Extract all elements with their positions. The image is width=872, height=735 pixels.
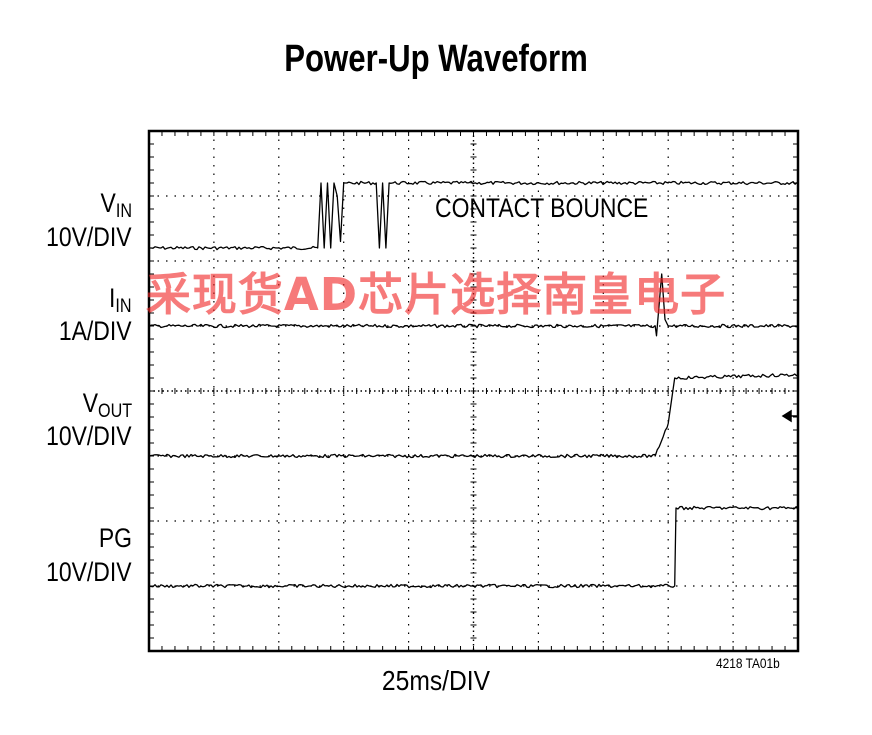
pg-label: PG [98, 523, 132, 553]
trace-iin [148, 273, 799, 337]
plot-frame [147, 129, 800, 653]
vout-scale-label: 10V/DIV [46, 421, 132, 451]
traces [148, 180, 799, 589]
ground-marker-icon [781, 409, 797, 423]
trace-pg [148, 505, 799, 589]
trace-vin [149, 180, 799, 251]
iin-label: IIN [109, 283, 132, 317]
vin-scale-label: 10V/DIV [46, 222, 132, 252]
vout-label: VOUT [82, 388, 132, 422]
vin-label: VIN [100, 188, 132, 222]
trace-vout [148, 373, 799, 459]
chart-title: Power-Up Waveform [284, 38, 588, 80]
pg-scale-label: 10V/DIV [46, 557, 132, 587]
iin-scale-label: 1A/DIV [59, 316, 132, 346]
x-axis-label: 25ms/DIV [381, 665, 491, 696]
contact-bounce-annotation: CONTACT BOUNCE [435, 193, 649, 223]
figure-id: 4218 TA01b [716, 655, 780, 671]
